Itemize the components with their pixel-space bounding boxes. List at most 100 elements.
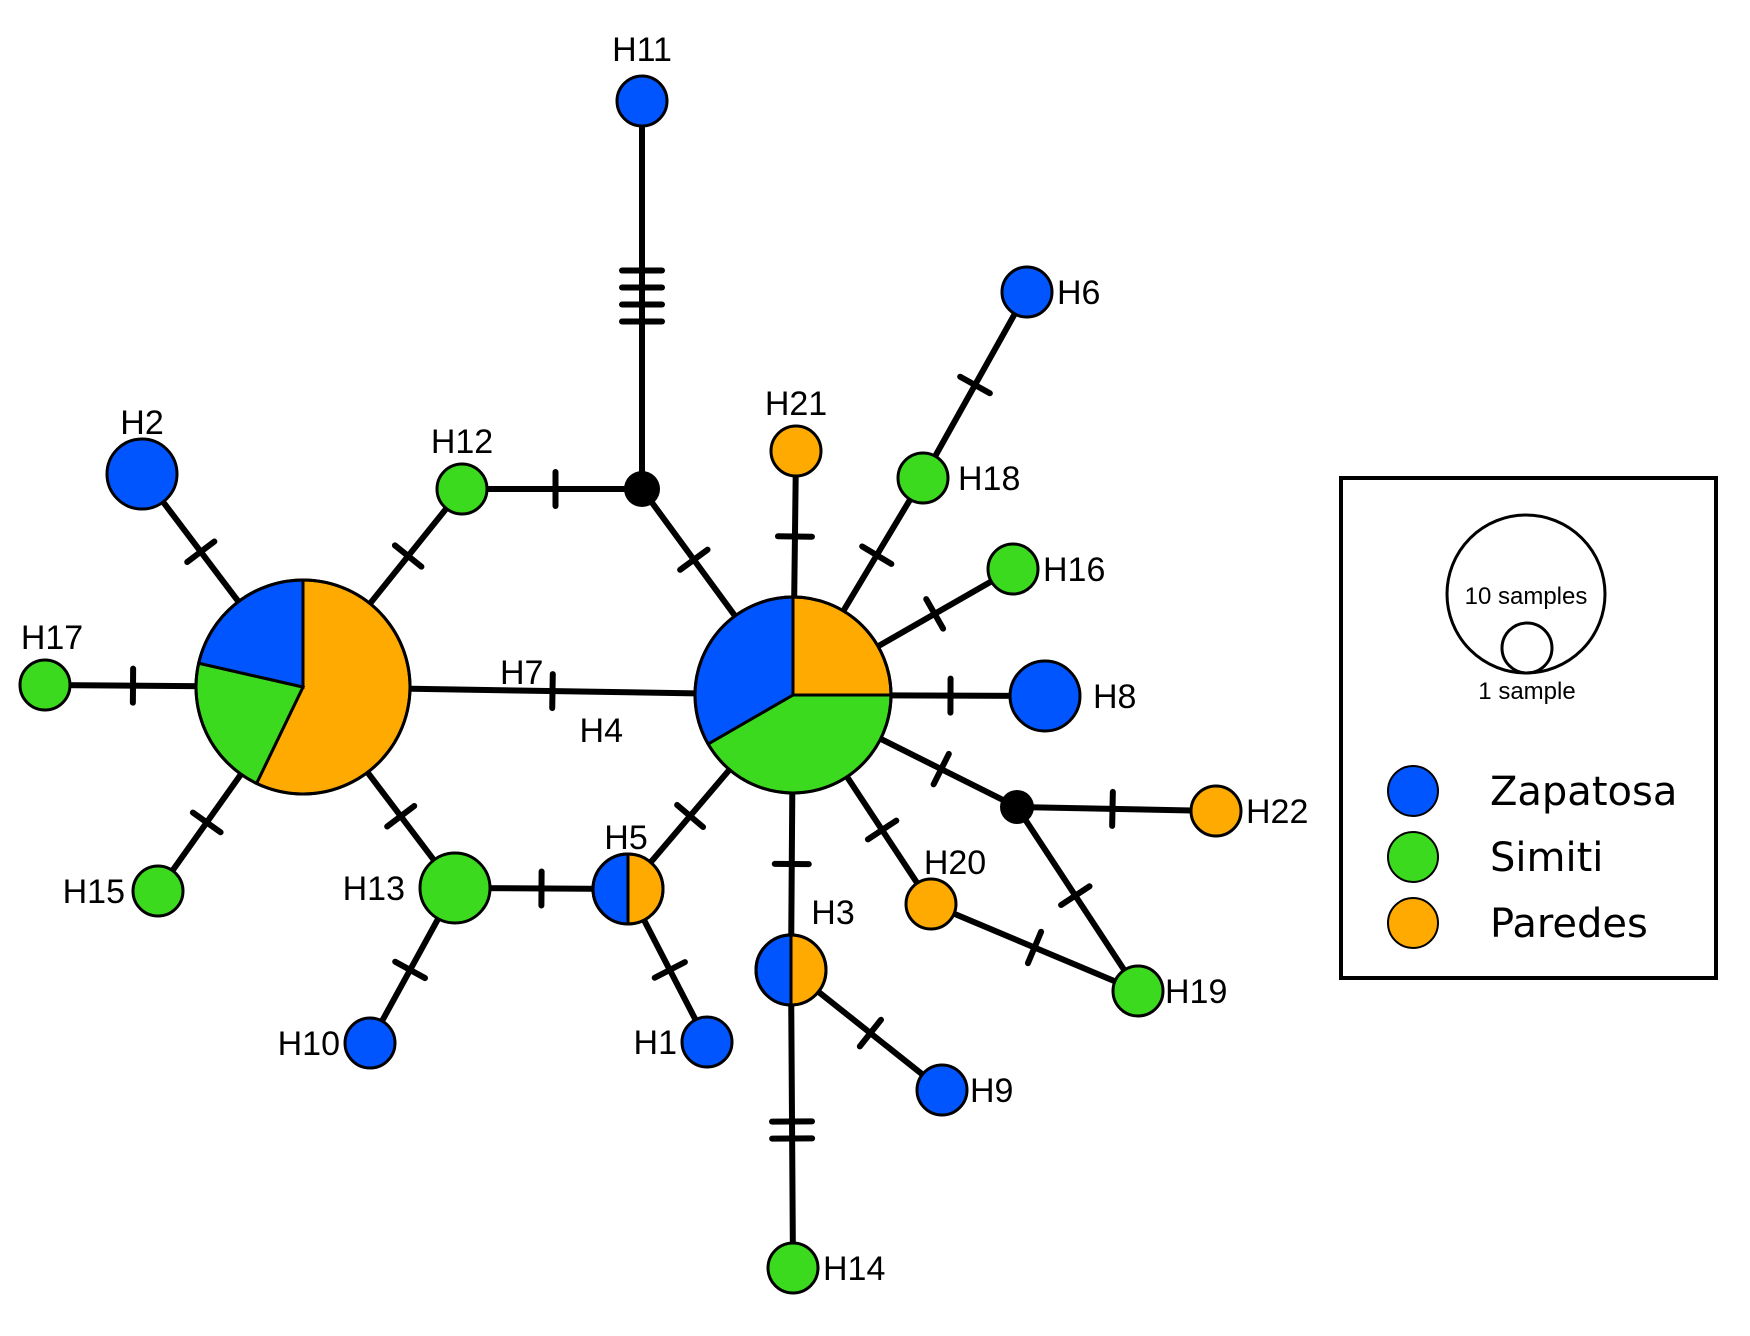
haplotype-label-h22: H22 (1246, 793, 1308, 831)
edge-MV2-H19 (1014, 804, 1141, 994)
edge-H12-MV1 (459, 469, 645, 509)
haplotype-node-h3 (754, 933, 828, 1007)
median-vector-node (624, 471, 660, 507)
legend-frame (1339, 476, 1718, 980)
mutation-tick (184, 538, 218, 566)
median-vector-node (1000, 790, 1034, 824)
mutation-tick (677, 546, 711, 573)
mutation-tick (1024, 928, 1045, 967)
haplotype-label-h2: H2 (120, 404, 163, 442)
haplotype-label-h5: H5 (604, 819, 647, 857)
haplotype-label-h14: H14 (823, 1250, 885, 1288)
mutation-tick (957, 373, 993, 397)
legend: 10 samples 1 sample Zapatosa Simiti Pare… (1339, 476, 1718, 980)
haplotype-label-h1: H1 (634, 1024, 677, 1062)
median-vector-dot (1000, 790, 1034, 824)
haplotype-node-h18 (896, 451, 950, 505)
mutation-tick (923, 596, 947, 632)
haplotype-node-h7 (194, 578, 412, 796)
haplotype-label-h8: H8 (1093, 678, 1136, 716)
node-circle (615, 74, 669, 128)
mutation-tick (651, 959, 688, 981)
node-outline (591, 852, 665, 926)
edge-H20-H19 (928, 901, 1141, 994)
node-circle (343, 1016, 397, 1070)
haplotype-node-h14 (766, 1241, 820, 1295)
edge-line (1014, 804, 1219, 814)
haplotype-label-h4: H4 (580, 712, 623, 750)
haplotype-node-h10 (343, 1016, 397, 1070)
haplotype-label-h10: H10 (278, 1025, 340, 1063)
node-outline (754, 933, 828, 1007)
node-outline (693, 595, 893, 795)
haplotype-node-h8 (1008, 659, 1082, 733)
haplotype-label-h6: H6 (1057, 274, 1100, 312)
pie-slice-zapatosa (591, 852, 630, 926)
node-outline (194, 578, 412, 796)
labels-layer: H1H2H3H4H5H6H7H8H9H10H11H12H13H14H15H16H… (21, 31, 1309, 1288)
haplotype-node-h6 (1000, 265, 1054, 319)
node-circle (769, 424, 823, 478)
haplotype-node-h15 (131, 864, 185, 918)
node-circle (680, 1015, 734, 1069)
haplotype-node-h12 (435, 462, 489, 516)
edge-line (1014, 804, 1141, 994)
mutation-tick (549, 671, 556, 712)
node-circle (1008, 659, 1082, 733)
median-vector-dot (624, 471, 660, 507)
node-circle (105, 437, 179, 511)
mutation-tick (189, 809, 224, 836)
edge-H11-MV1 (619, 98, 665, 492)
mutation-tick (856, 1016, 884, 1050)
node-circle (1189, 784, 1243, 838)
haplotype-label-h18: H18 (958, 460, 1020, 498)
node-circle (131, 864, 185, 918)
haplotype-node-h11 (615, 74, 669, 128)
haplotype-label-h21: H21 (765, 385, 827, 423)
haplotype-node-h9 (915, 1063, 969, 1117)
legend-swatch-paredes (1387, 897, 1439, 949)
legend-swatch-zapatosa (1387, 765, 1439, 817)
node-circle (18, 658, 72, 712)
node-circle (915, 1063, 969, 1117)
mutation-tick (864, 817, 900, 843)
legend-size-label-large: 10 samples (1465, 583, 1588, 610)
legend-label-zapatosa: Zapatosa (1490, 769, 1677, 815)
mutation-tick (1109, 788, 1116, 829)
mutation-tick (392, 958, 429, 982)
mutation-tick (859, 543, 895, 567)
mutation-tick (391, 542, 425, 570)
node-circle (418, 851, 492, 925)
haplotype-node-h19 (1111, 964, 1165, 1018)
node-circle (986, 542, 1040, 596)
legend-size-circle-small (1500, 621, 1554, 675)
haplotype-node-h4 (693, 595, 893, 795)
haplotype-label-h13: H13 (343, 870, 405, 908)
haplotype-node-h1 (680, 1015, 734, 1069)
edge-MV2-H22 (1014, 788, 1219, 829)
legend-size-label-small: 1 sample (1478, 678, 1575, 705)
haplotype-label-h16: H16 (1043, 551, 1105, 589)
node-circle (896, 451, 950, 505)
edge-H3-H14 (769, 967, 816, 1271)
node-circle (1111, 964, 1165, 1018)
haplotype-node-h16 (986, 542, 1040, 596)
haplotype-label-h3: H3 (811, 894, 854, 932)
node-circle (435, 462, 489, 516)
pie-slice-zapatosa (754, 933, 793, 1007)
haplotype-node-h20 (904, 877, 958, 931)
mutation-tick (384, 802, 418, 830)
pie-slice-paredes (626, 852, 665, 926)
node-circle (1000, 265, 1054, 319)
mutation-tick (674, 801, 707, 831)
haplotype-label-h20: H20 (924, 844, 986, 882)
haplotype-label-h9: H9 (970, 1072, 1013, 1110)
haplotype-node-h5 (591, 852, 665, 926)
haplotype-label-h7: H7 (500, 654, 543, 692)
haplotype-label-h17: H17 (21, 619, 83, 657)
haplotype-node-h2 (105, 437, 179, 511)
edge-H6-H18 (920, 289, 1030, 481)
haplotype-node-h13 (418, 851, 492, 925)
legend-label-paredes: Paredes (1490, 901, 1648, 947)
